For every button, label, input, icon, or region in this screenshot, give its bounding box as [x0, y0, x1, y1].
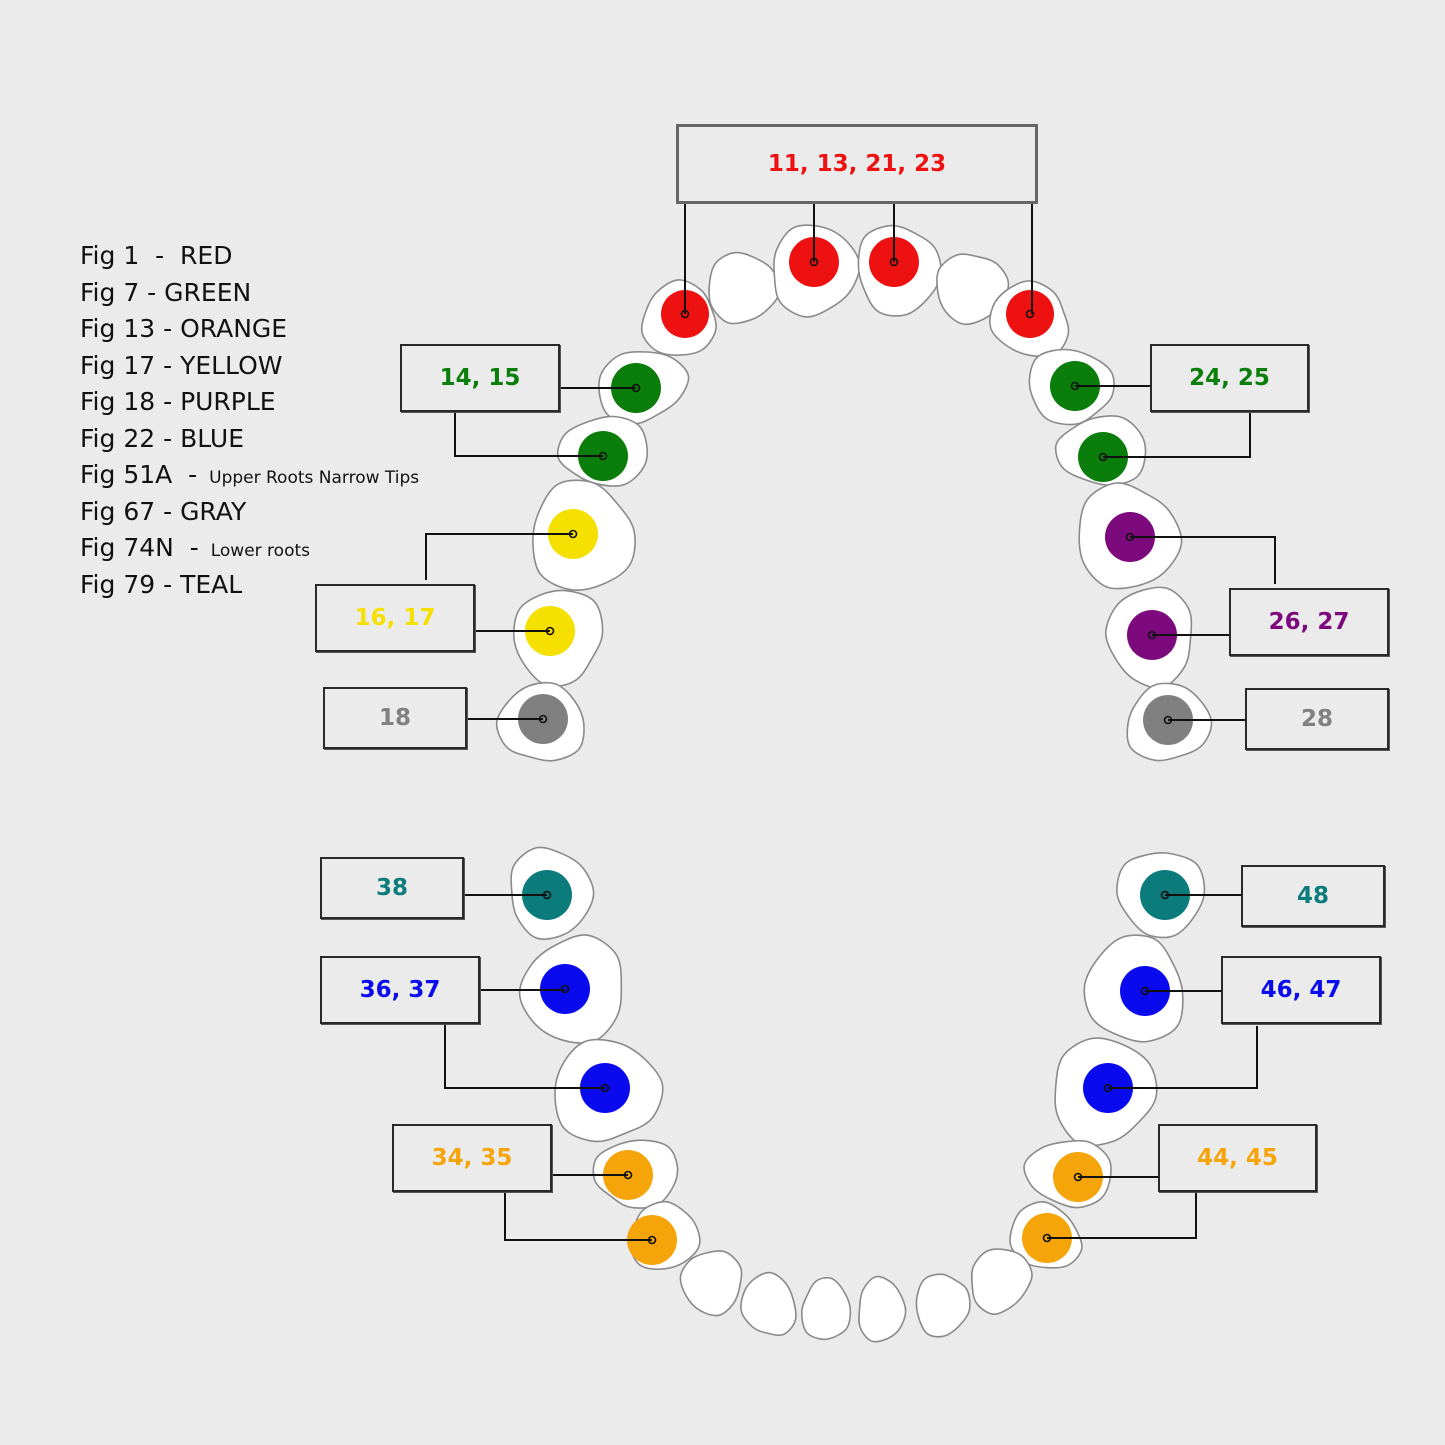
legend-item-fig-17: Fig 17 - YELLOW — [80, 350, 283, 380]
tooth-outline — [915, 1273, 971, 1338]
label-upper-left-third-molar: 18 — [323, 687, 467, 749]
legend-item-fig-74n: Fig 74N - Lower roots — [80, 533, 310, 562]
label-lower-right-third-molar: 48 — [1241, 865, 1385, 927]
leader-line — [1108, 1026, 1258, 1089]
teeth-layer — [495, 224, 1213, 1343]
tooth-outline — [970, 1248, 1033, 1316]
leader-line — [444, 1024, 605, 1089]
leader-line — [1047, 1192, 1197, 1239]
label-upper-right-molars: 26, 27 — [1229, 588, 1389, 656]
leader-lines-layer — [425, 204, 1276, 1241]
label-lower-right-premolars: 44, 45 — [1158, 1124, 1317, 1192]
label-upper-left-molars: 16, 17 — [315, 584, 475, 652]
tooth-outline — [708, 251, 781, 325]
tooth-outline — [800, 1276, 852, 1341]
tooth-outline — [858, 1275, 907, 1343]
legend-item-fig-18: Fig 18 - PURPLE — [80, 387, 276, 416]
legend-item-fig-13: Fig 13 - ORANGE — [80, 314, 288, 343]
legend-item-fig-79: Fig 79 - TEAL — [80, 569, 243, 599]
leader-line — [504, 1192, 652, 1241]
label-lower-left-third-molar: 38 — [320, 857, 464, 919]
label-lower-left-premolars: 34, 35 — [392, 1124, 552, 1192]
tooth-outline — [740, 1271, 797, 1337]
label-upper-right-premolars: 24, 25 — [1150, 344, 1309, 412]
leader-line — [454, 412, 603, 457]
label-upper-incisors-canines: 11, 13, 21, 23 — [676, 124, 1038, 204]
legend-item-fig-67: Fig 67 - GRAY — [80, 496, 247, 526]
color-legend: Fig 1 - RED Fig 7 - GREEN Fig 13 - ORANG… — [80, 238, 419, 603]
red-marker — [1006, 290, 1054, 338]
label-lower-right-molars: 46, 47 — [1221, 956, 1381, 1024]
marker-anchor — [1025, 309, 1035, 319]
tooth-outline — [679, 1250, 743, 1317]
leader-line — [425, 533, 573, 580]
label-upper-right-third-molar: 28 — [1245, 688, 1389, 750]
label-lower-left-molars: 36, 37 — [320, 956, 480, 1024]
legend-item-fig-1: Fig 1 - RED — [80, 241, 233, 270]
legend-item-fig-51a: Fig 51A - Upper Roots Narrow Tips — [80, 460, 420, 489]
legend-item-fig-22: Fig 22 - BLUE — [80, 423, 244, 453]
tooth-outline — [936, 253, 1010, 326]
leader-line — [1130, 536, 1276, 584]
label-upper-left-premolars: 14, 15 — [400, 344, 560, 412]
legend-item-fig-7: Fig 7 - GREEN — [80, 277, 252, 307]
leader-line — [1103, 412, 1251, 458]
